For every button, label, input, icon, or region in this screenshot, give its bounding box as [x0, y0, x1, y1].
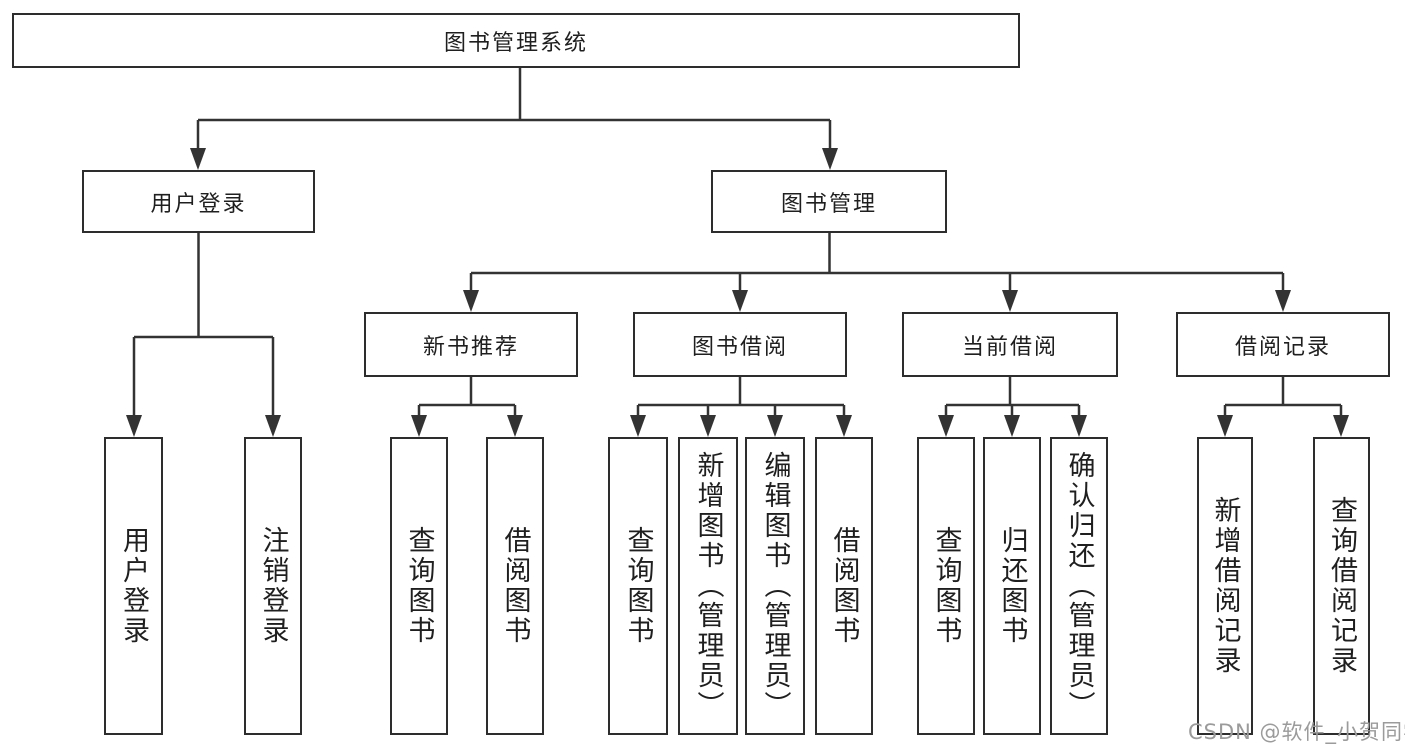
node-confirm-return-admin: 确认归还（管理员） — [1050, 437, 1108, 735]
node-book-management: 图书管理 — [711, 170, 947, 233]
node-query-borrow-record: 查询借阅记录 — [1313, 437, 1370, 735]
node-borrowing-records: 借阅记录 — [1176, 312, 1390, 377]
node-borrow-books-2: 借阅图书 — [815, 437, 873, 735]
node-library-management-system: 图书管理系统 — [12, 13, 1020, 68]
node-query-books-2: 查询图书 — [608, 437, 668, 735]
node-return-book: 归还图书 — [983, 437, 1041, 735]
node-add-borrow-record: 新增借阅记录 — [1197, 437, 1253, 735]
node-user-login-group: 用户登录 — [82, 170, 315, 233]
csdn-watermark: CSDN @软件_小贺同学 — [1188, 720, 1405, 744]
node-edit-book-admin: 编辑图书（管理员） — [745, 437, 805, 735]
node-query-books-1: 查询图书 — [390, 437, 448, 735]
node-user-login: 用户登录 — [104, 437, 163, 735]
node-new-book-recommend: 新书推荐 — [364, 312, 578, 377]
node-logout-login: 注销登录 — [244, 437, 302, 735]
node-query-books-3: 查询图书 — [917, 437, 975, 735]
node-current-borrowing: 当前借阅 — [902, 312, 1118, 377]
node-borrow-books-1: 借阅图书 — [486, 437, 544, 735]
node-book-borrowing: 图书借阅 — [633, 312, 847, 377]
node-add-book-admin: 新增图书（管理员） — [678, 437, 738, 735]
